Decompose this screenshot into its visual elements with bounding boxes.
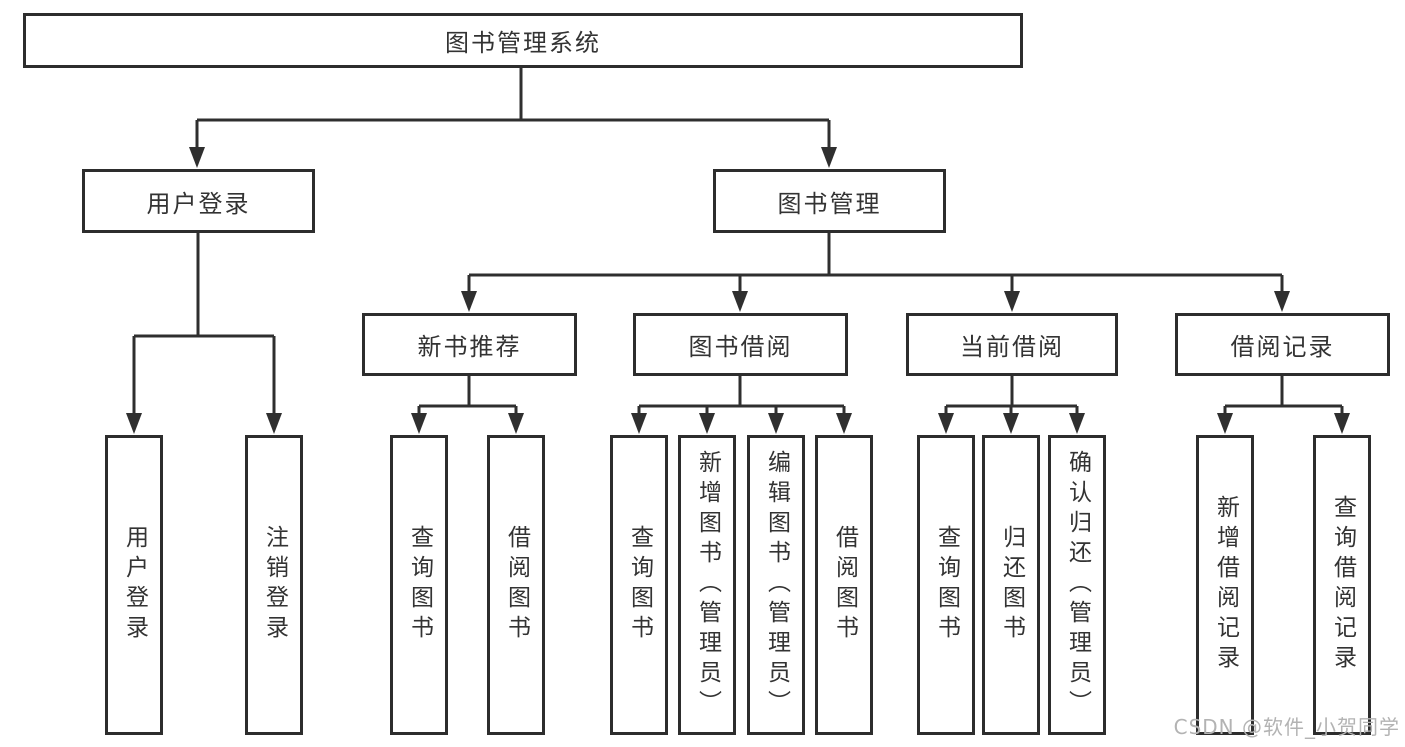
leaf-borrow-book-2: 借阅图书 (815, 435, 873, 735)
leaf-add-borrow-record-label: 新增借阅记录 (1212, 495, 1239, 675)
leaf-add-borrow-record: 新增借阅记录 (1196, 435, 1254, 735)
node-borrow-record: 借阅记录 (1175, 313, 1390, 376)
node-book-mgmt: 图书管理 (713, 169, 946, 233)
arrowhead (1334, 413, 1350, 434)
arrowhead (1217, 413, 1233, 434)
connector-new-book-rec-children (411, 376, 524, 434)
arrowhead (631, 413, 647, 434)
leaf-return-book: 归还图书 (982, 435, 1040, 735)
leaf-logout-label: 注销登录 (261, 525, 288, 645)
arrowhead (411, 413, 427, 434)
arrowhead (768, 413, 784, 434)
node-user-login-label: 用户登录 (146, 189, 251, 218)
leaf-confirm-return-admin-label: 确认归还（管理员） (1064, 450, 1091, 720)
connector-book-mgmt-children (461, 233, 1290, 312)
connector-borrow-record-children (1217, 376, 1350, 434)
node-book-borrow: 图书借阅 (633, 313, 848, 376)
arrowhead (189, 147, 205, 168)
leaf-query-book-1: 查询图书 (390, 435, 448, 735)
arrowhead (461, 291, 477, 312)
leaf-confirm-return-admin: 确认归还（管理员） (1048, 435, 1106, 735)
connector-current-borrow-children (938, 376, 1085, 434)
arrowhead (836, 413, 852, 434)
leaf-borrow-book-2-label: 借阅图书 (831, 525, 858, 645)
leaf-edit-book-admin-label: 编辑图书（管理员） (763, 450, 790, 720)
arrowhead (699, 413, 715, 434)
node-new-book-rec: 新书推荐 (362, 313, 577, 376)
arrowhead (821, 147, 837, 168)
leaf-query-borrow-record-label: 查询借阅记录 (1329, 495, 1356, 675)
leaf-query-book-2: 查询图书 (610, 435, 668, 735)
leaf-query-book-2-label: 查询图书 (626, 525, 653, 645)
node-borrow-record-label: 借阅记录 (1230, 333, 1335, 361)
leaf-query-borrow-record: 查询借阅记录 (1313, 435, 1371, 735)
arrowhead (1069, 413, 1085, 434)
arrowhead (732, 291, 748, 312)
arrowhead (1004, 291, 1020, 312)
leaf-query-book-3: 查询图书 (917, 435, 975, 735)
leaf-add-book-admin: 新增图书（管理员） (678, 435, 736, 735)
leaf-user-login-label: 用户登录 (121, 525, 148, 645)
leaf-query-book-1-label: 查询图书 (406, 525, 433, 645)
leaf-add-book-admin-label: 新增图书（管理员） (694, 450, 721, 720)
node-new-book-rec-label: 新书推荐 (417, 333, 522, 361)
arrowhead (1003, 413, 1019, 434)
connector-user-login-children (126, 233, 282, 434)
arrowhead (508, 413, 524, 434)
node-user-login: 用户登录 (82, 169, 315, 233)
arrowhead (938, 413, 954, 434)
arrowhead (266, 413, 282, 434)
leaf-borrow-book-1-label: 借阅图书 (503, 525, 530, 645)
node-book-mgmt-label: 图书管理 (777, 189, 882, 218)
leaf-edit-book-admin: 编辑图书（管理员） (747, 435, 805, 735)
node-current-borrow: 当前借阅 (906, 313, 1118, 376)
arrowhead (1274, 291, 1290, 312)
node-current-borrow-label: 当前借阅 (960, 333, 1064, 361)
arrowhead (126, 413, 142, 434)
leaf-user-login: 用户登录 (105, 435, 163, 735)
connector-root-to-level2 (189, 68, 837, 168)
csdn-watermark: CSDN @软件_小贺同学 (1173, 715, 1400, 739)
leaf-borrow-book-1: 借阅图书 (487, 435, 545, 735)
node-root-label: 图书管理系统 (445, 29, 601, 57)
leaf-query-book-3-label: 查询图书 (933, 525, 960, 645)
leaf-return-book-label: 归还图书 (998, 525, 1025, 645)
node-root: 图书管理系统 (23, 13, 1023, 68)
node-book-borrow-label: 图书借阅 (688, 333, 793, 361)
leaf-logout: 注销登录 (245, 435, 303, 735)
connector-book-borrow-children (631, 376, 852, 434)
